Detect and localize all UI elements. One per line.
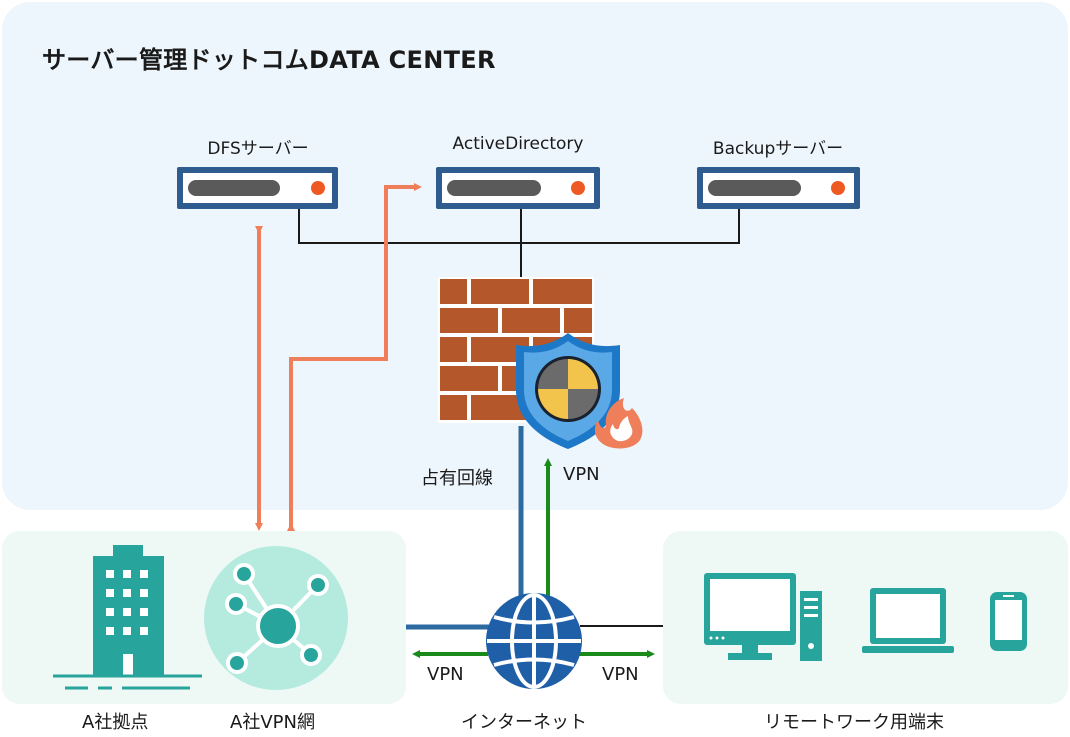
vpn-network-label: A社VPN網 xyxy=(230,712,315,733)
laptop-icon xyxy=(862,588,954,653)
page-title: サーバー管理ドットコムDATA CENTER xyxy=(42,46,496,74)
vpn-network-icon xyxy=(204,546,348,690)
dedicated-line-label: 占有回線 xyxy=(421,468,493,489)
vpn-left-label: VPN xyxy=(427,664,464,685)
ad-vpn-arrow xyxy=(287,183,422,531)
activedirectory-server-label: ActiveDirectory xyxy=(452,134,584,154)
server-bus-line xyxy=(298,209,740,277)
vpn-datacenter-label: VPN xyxy=(563,464,600,485)
vpn-right-label: VPN xyxy=(602,664,639,685)
site-label: A社拠点 xyxy=(82,712,149,733)
backup-server-icon xyxy=(697,167,860,209)
internet-label: インターネット xyxy=(461,712,587,733)
dfs-server-label: DFSサーバー xyxy=(207,139,309,159)
activedirectory-server-icon xyxy=(436,167,600,209)
smartphone-icon xyxy=(990,592,1027,651)
desktop-pc-icon xyxy=(704,573,822,661)
security-shield-icon xyxy=(516,333,620,449)
remote-label: リモートワーク用端末 xyxy=(764,712,944,733)
fire-icon xyxy=(594,398,643,449)
backup-server-label: Backupサーバー xyxy=(712,139,844,159)
internet-globe-icon xyxy=(486,593,582,689)
office-building-icon xyxy=(53,545,202,690)
dfs-server-icon xyxy=(177,167,338,209)
